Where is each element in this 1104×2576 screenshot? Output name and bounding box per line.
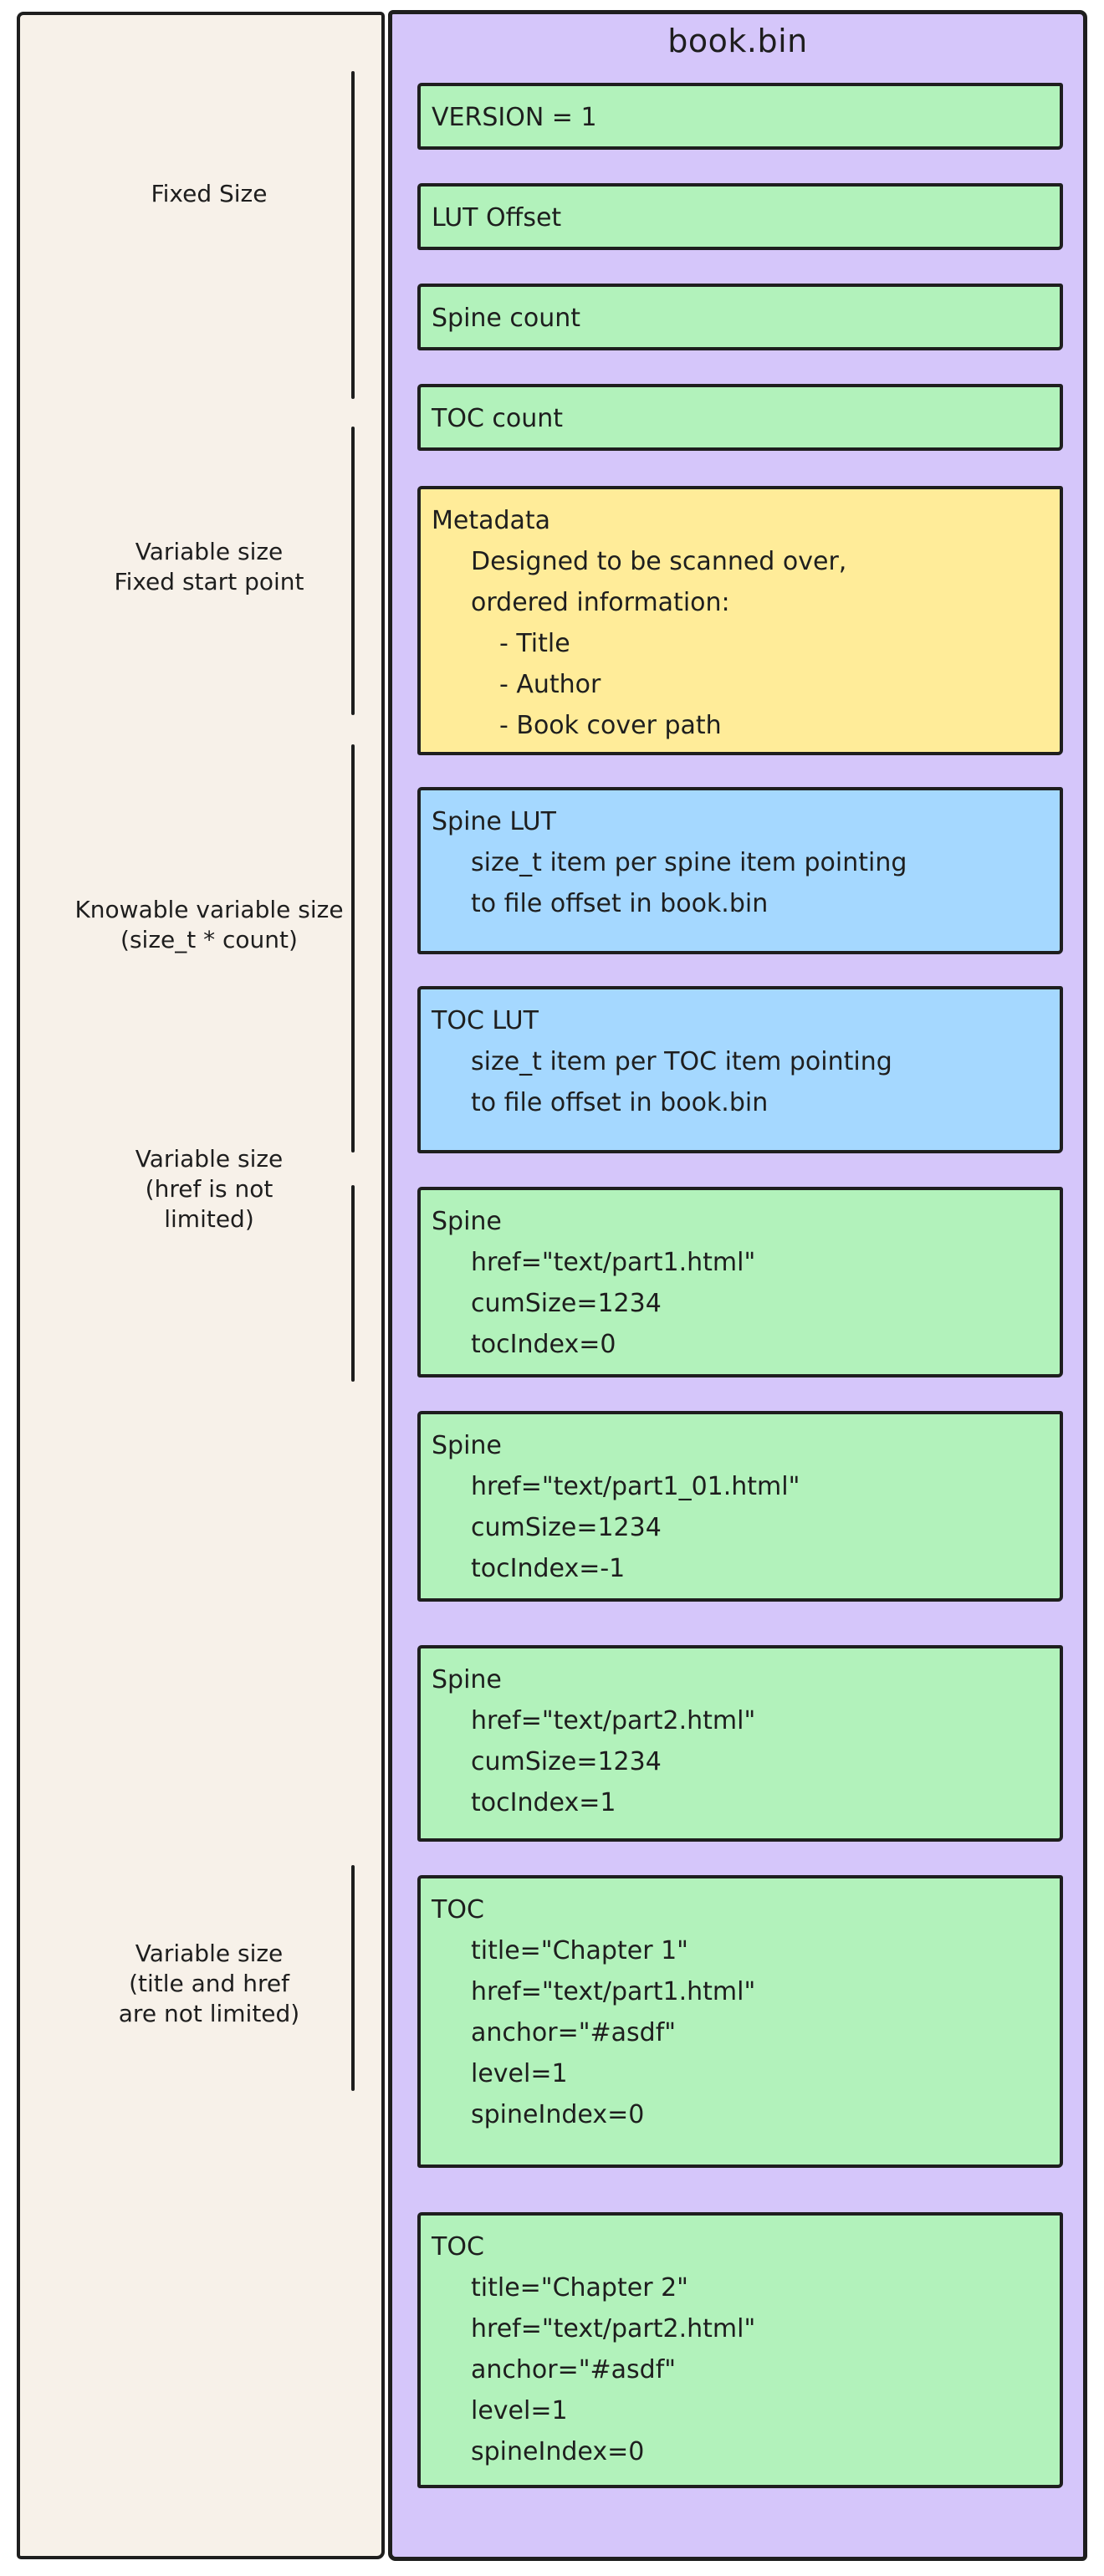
file-title: book.bin <box>667 23 808 59</box>
label-variable-fixed-start: Variable size Fixed start point <box>59 537 360 597</box>
block-property: tocIndex=-1 <box>471 1554 626 1583</box>
field-lut-offset: LUT Offset <box>417 183 1063 250</box>
block-property: href="text/part1_01.html" <box>471 1472 800 1501</box>
block-text: size_t item per TOC item pointing <box>471 1047 892 1076</box>
block-property: tocIndex=0 <box>471 1330 616 1359</box>
block-bullet: - Author <box>499 670 601 699</box>
block-heading: Metadata <box>432 506 551 535</box>
block-property: title="Chapter 1" <box>471 1936 688 1965</box>
label-line: Fixed start point <box>114 568 304 595</box>
block-property: spineIndex=0 <box>471 2100 645 2129</box>
block-property: title="Chapter 2" <box>471 2273 688 2303</box>
block-heading: Spine LUT <box>432 807 556 836</box>
block-property: cumSize=1234 <box>471 1289 662 1318</box>
block-property: cumSize=1234 <box>471 1747 662 1776</box>
label-line: Knowable variable size <box>74 896 344 923</box>
field-text: LUT Offset <box>432 203 562 233</box>
block-heading: Spine <box>432 1665 502 1694</box>
block-spine-record-3: Spine href="text/part2.html" cumSize=123… <box>417 1645 1063 1842</box>
label-fixed-size: Fixed Size <box>59 179 360 209</box>
block-bullet: - Book cover path <box>499 711 722 740</box>
block-text: to file offset in book.bin <box>471 1088 769 1117</box>
bracket-variable-fixed-start <box>351 427 355 715</box>
block-heading: TOC <box>432 2232 484 2262</box>
label-line: Fixed Size <box>151 180 268 207</box>
label-line: (size_t * count) <box>120 926 298 953</box>
field-text: TOC count <box>432 404 564 433</box>
block-heading: Spine <box>432 1207 502 1236</box>
block-toc-lut: TOC LUT size_t item per TOC item pointin… <box>417 986 1063 1153</box>
bracket-knowable-variable <box>351 744 355 1153</box>
block-bullet: - Title <box>499 629 570 658</box>
block-metadata: Metadata Designed to be scanned over, or… <box>417 486 1063 755</box>
block-text: size_t item per spine item pointing <box>471 848 907 877</box>
bracket-fixed-size <box>351 71 355 399</box>
block-property: spineIndex=0 <box>471 2437 645 2466</box>
field-text: VERSION = 1 <box>432 103 597 132</box>
field-version: VERSION = 1 <box>417 83 1063 150</box>
block-property: cumSize=1234 <box>471 1513 662 1542</box>
block-property: anchor="#asdf" <box>471 2018 677 2047</box>
block-property: href="text/part1.html" <box>471 1977 756 2006</box>
block-heading: TOC LUT <box>432 1006 539 1035</box>
field-text: Spine count <box>432 304 581 333</box>
block-property: anchor="#asdf" <box>471 2355 677 2384</box>
label-variable-size-href: Variable size (href is not limited) <box>59 1144 360 1234</box>
block-toc-record-1: TOC title="Chapter 1" href="text/part1.h… <box>417 1875 1063 2168</box>
field-toc-count: TOC count <box>417 384 1063 451</box>
label-line: Variable size <box>135 1145 284 1173</box>
block-property: href="text/part2.html" <box>471 2314 756 2343</box>
label-knowable-variable-size: Knowable variable size (size_t * count) <box>59 895 360 955</box>
block-spine-record-2: Spine href="text/part1_01.html" cumSize=… <box>417 1411 1063 1602</box>
block-spine-lut: Spine LUT size_t item per spine item poi… <box>417 787 1063 954</box>
block-heading: Spine <box>432 1431 502 1460</box>
label-line: Variable size <box>135 538 284 565</box>
label-line: limited) <box>164 1205 254 1233</box>
label-variable-size-title-href: Variable size (title and href are not li… <box>59 1939 360 2029</box>
block-text: to file offset in book.bin <box>471 889 769 918</box>
block-text: ordered information: <box>471 588 730 617</box>
label-line: Variable size <box>135 1940 284 1967</box>
block-spine-record-1: Spine href="text/part1.html" cumSize=123… <box>417 1187 1063 1377</box>
block-text: Designed to be scanned over, <box>471 547 847 576</box>
block-property: href="text/part1.html" <box>471 1248 756 1277</box>
block-heading: TOC <box>432 1895 484 1924</box>
label-line: are not limited) <box>118 2000 300 2027</box>
block-property: level=1 <box>471 2396 568 2425</box>
block-property: tocIndex=1 <box>471 1788 616 1817</box>
bracket-variable-href <box>351 1185 355 1382</box>
block-property: level=1 <box>471 2059 568 2088</box>
label-line: (title and href <box>129 1970 289 1997</box>
label-line: (href is not <box>145 1175 273 1203</box>
block-toc-record-2: TOC title="Chapter 2" href="text/part2.h… <box>417 2212 1063 2488</box>
annotation-panel <box>17 12 385 2559</box>
block-property: href="text/part2.html" <box>471 1706 756 1735</box>
field-spine-count: Spine count <box>417 284 1063 350</box>
bracket-variable-title-href <box>351 1865 355 2091</box>
